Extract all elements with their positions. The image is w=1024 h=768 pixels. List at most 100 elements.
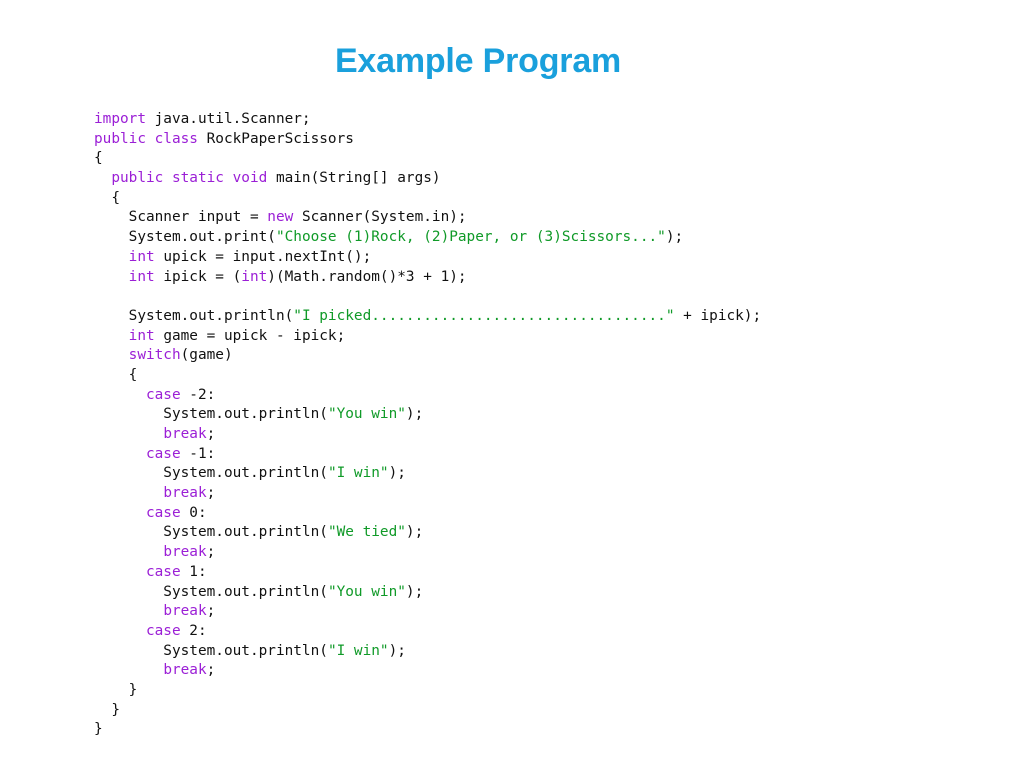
code-string: "We tied" [327, 524, 406, 541]
code-text: Scanner(System.in); [293, 209, 467, 226]
code-text [94, 446, 146, 462]
code-line: System.out.println("I picked............… [94, 307, 762, 327]
code-text: ); [665, 229, 684, 246]
code-text [94, 347, 129, 363]
code-keyword: case [145, 386, 181, 403]
code-text: upick = input.nextInt(); [154, 248, 372, 265]
code-line: int ipick = (int)(Math.random()*3 + 1); [94, 268, 761, 288]
code-line: System.out.println("We tied"); [94, 523, 761, 543]
code-text: -1: [180, 445, 216, 462]
code-text: RockPaperScissors [197, 130, 354, 147]
code-text: System.out.println( [94, 307, 294, 324]
code-line: public class RockPaperScissors [94, 130, 761, 150]
code-line: import java.util.Scanner; [94, 110, 761, 130]
code-text: main(String[] args) [267, 170, 441, 187]
code-text [94, 564, 146, 580]
code-line: int upick = input.nextInt(); [94, 248, 761, 268]
code-text: { [94, 189, 120, 206]
code-string: "Choose (1)Rock, (2)Paper, or (3)Scissor… [275, 229, 666, 246]
code-line: break; [94, 661, 761, 681]
code-keyword: import [94, 111, 146, 127]
code-text: ); [405, 406, 424, 423]
code-text: ); [405, 524, 424, 541]
code-text: { [94, 150, 103, 167]
code-line: System.out.println("You win"); [94, 583, 761, 603]
code-text: } [94, 681, 138, 698]
code-keyword: public class [94, 130, 198, 147]
code-text: System.out.println( [94, 524, 328, 541]
code-keyword: case [145, 504, 181, 521]
code-keyword: break [163, 426, 207, 442]
code-text [94, 328, 129, 344]
code-line: public static void main(String[] args) [94, 169, 761, 189]
code-line: System.out.println("I win"); [94, 464, 761, 484]
code-line: int game = upick - ipick; [94, 327, 761, 347]
code-line: } [94, 681, 761, 701]
code-text: 1: [180, 563, 207, 580]
code-text [94, 505, 146, 521]
code-text: ); [405, 583, 424, 600]
code-line: System.out.println("I win"); [94, 642, 761, 662]
code-string: "I win" [327, 465, 389, 482]
code-text: ); [388, 465, 406, 482]
code-text: ; [206, 603, 216, 620]
code-text: System.out.print( [94, 229, 276, 246]
code-text: ; [206, 544, 216, 561]
code-text: java.util.Scanner; [145, 111, 311, 127]
code-string: "You win" [327, 583, 406, 600]
code-keyword: case [145, 622, 181, 639]
code-line: } [94, 720, 761, 740]
code-line: System.out.println("You win"); [94, 405, 761, 425]
code-text [94, 426, 163, 442]
code-keyword: int [241, 268, 268, 285]
code-line: break; [94, 425, 761, 445]
code-text [94, 249, 129, 265]
code-keyword: break [163, 603, 207, 620]
code-string: "I win" [327, 642, 389, 659]
code-listing: import java.util.Scanner;public class Ro… [94, 110, 761, 740]
code-text: System.out.println( [94, 642, 328, 659]
code-line [94, 287, 761, 307]
code-keyword: new [267, 209, 294, 226]
code-line: System.out.print("Choose (1)Rock, (2)Pap… [94, 228, 761, 248]
code-line: break; [94, 484, 761, 504]
code-text [94, 387, 146, 403]
code-text: ipick = ( [154, 268, 242, 285]
code-text: )(Math.random()*3 + 1); [267, 268, 467, 285]
code-line: } [94, 701, 761, 721]
code-keyword: public static void [111, 170, 268, 187]
code-text [94, 623, 146, 639]
code-text: } [94, 721, 103, 738]
code-text: ); [388, 642, 406, 659]
code-text: (game) [180, 347, 233, 364]
code-line: case 1: [94, 563, 761, 583]
code-keyword: case [145, 563, 181, 580]
code-line: break; [94, 543, 761, 563]
code-text: game = upick - ipick; [154, 327, 346, 344]
code-line: { [94, 149, 761, 169]
slide-title: Example Program [334, 42, 622, 80]
code-text [94, 485, 163, 501]
code-line: switch(game) [94, 346, 761, 366]
code-text [94, 269, 129, 285]
code-keyword: int [128, 248, 155, 265]
code-text: System.out.println( [94, 406, 328, 423]
code-line: { [94, 189, 761, 209]
code-line: Scanner input = new Scanner(System.in); [94, 208, 761, 228]
code-text: System.out.println( [94, 465, 328, 482]
code-text: { [94, 366, 138, 383]
code-text: ; [206, 426, 216, 442]
code-text [94, 544, 163, 560]
code-text [94, 170, 111, 186]
code-text: + ipick); [674, 307, 762, 324]
code-string: "You win" [327, 406, 406, 423]
code-line: { [94, 366, 761, 386]
code-keyword: break [163, 485, 207, 502]
code-keyword: break [163, 662, 207, 679]
code-text [94, 603, 163, 619]
code-keyword: int [128, 327, 155, 344]
code-text: System.out.println( [94, 583, 328, 600]
code-text [94, 662, 163, 678]
code-text: ; [206, 662, 216, 679]
